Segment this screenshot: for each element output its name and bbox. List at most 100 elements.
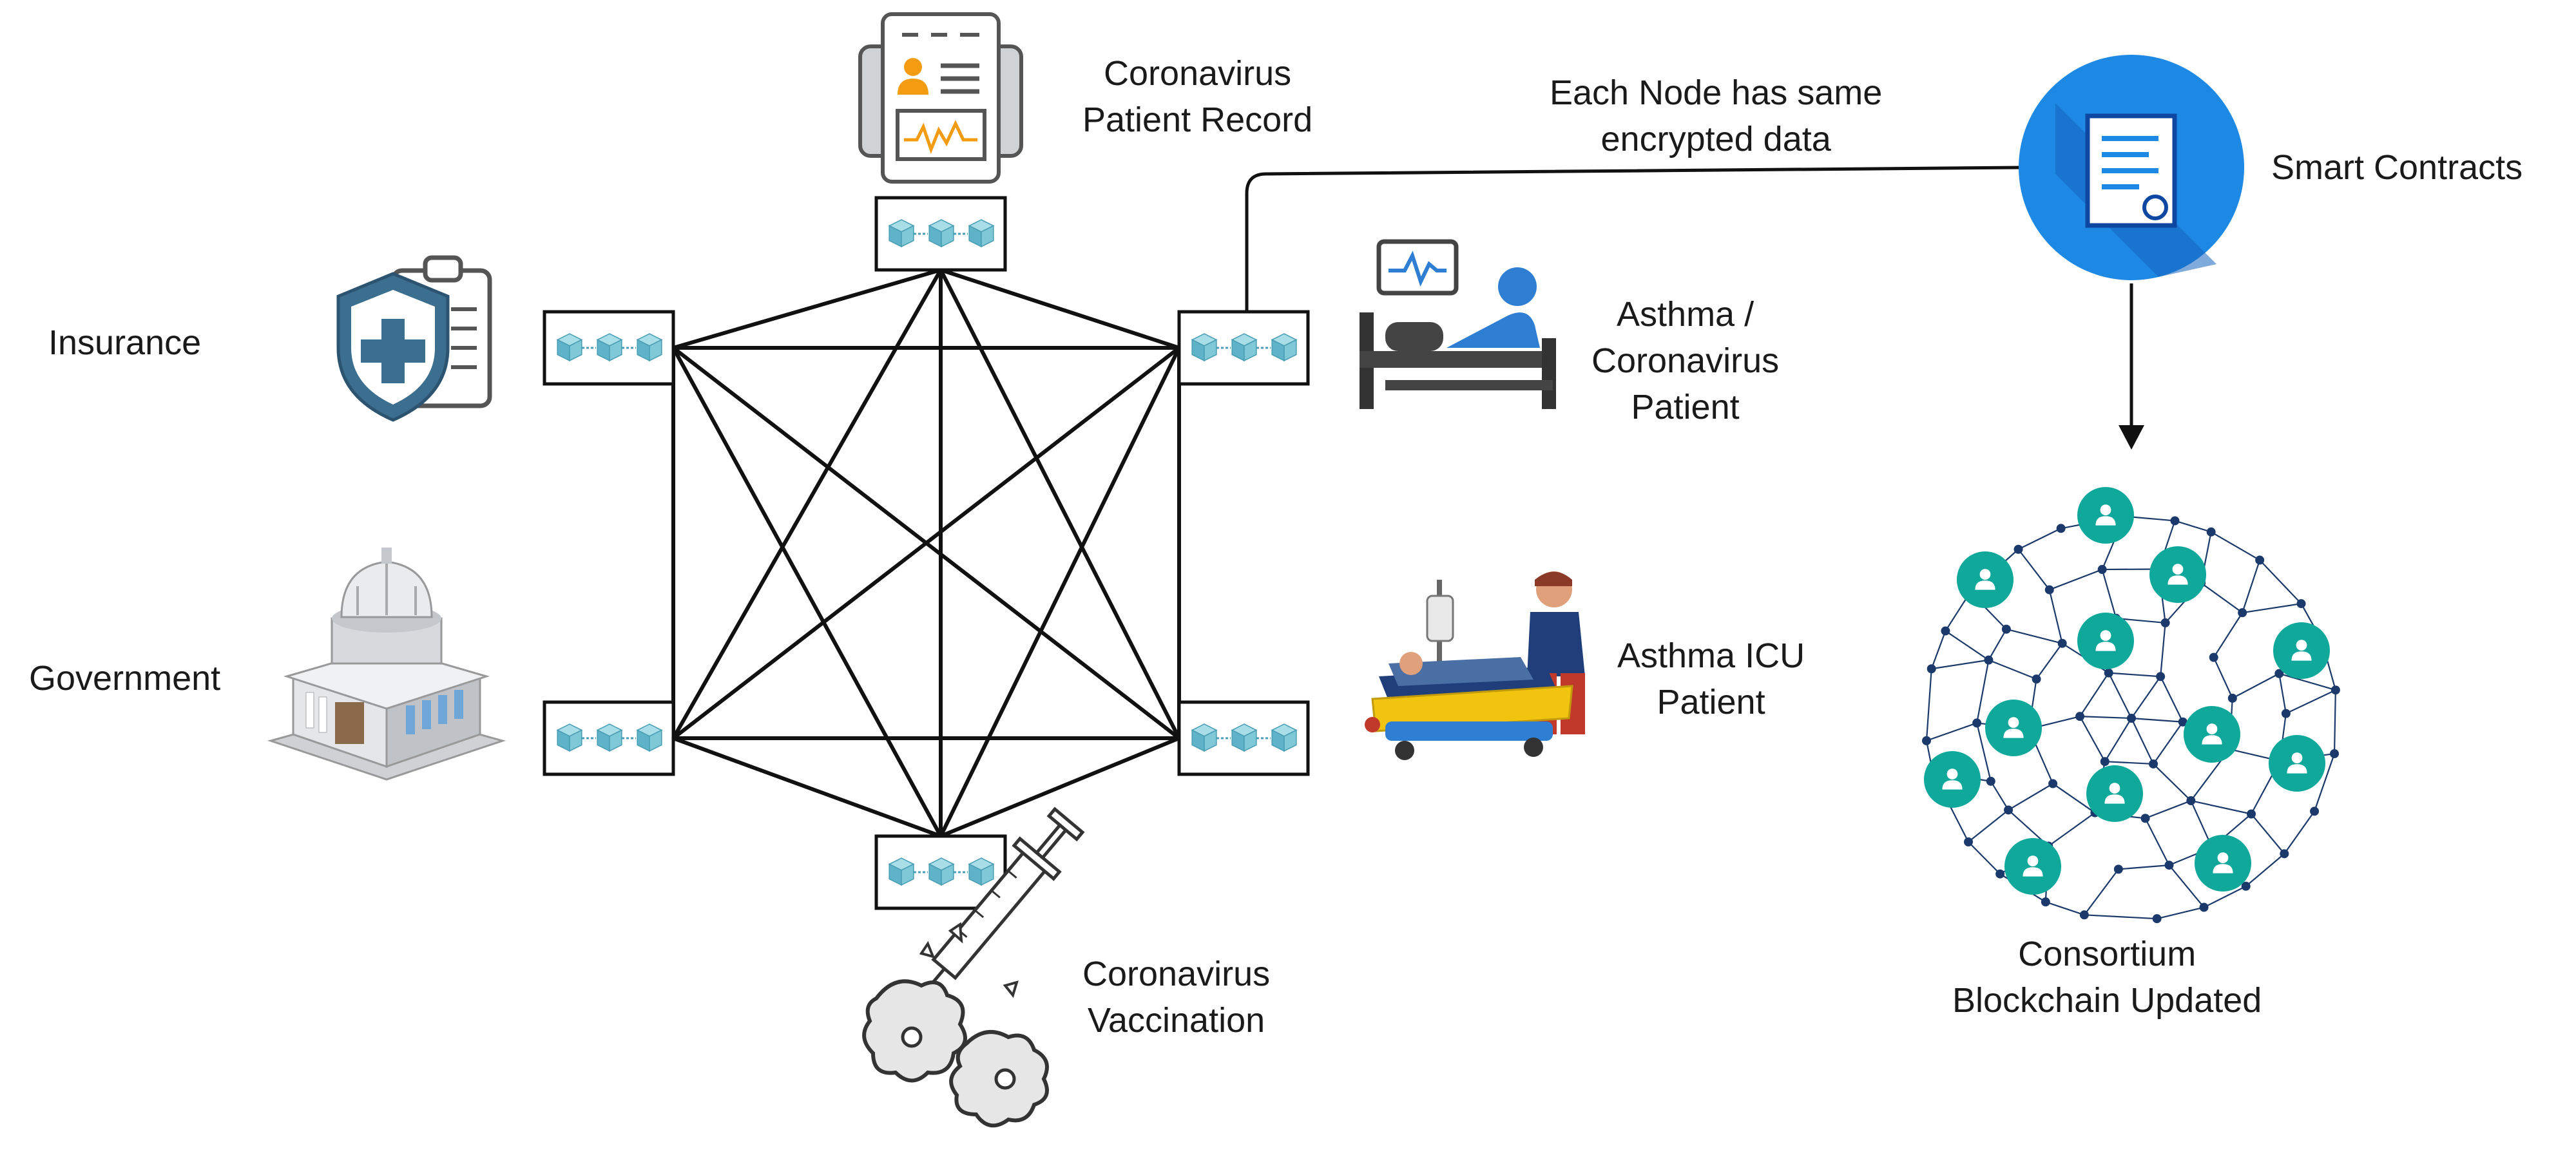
network-vertex [2274, 669, 2284, 678]
label-patient-record-line2: Patient Record [1082, 100, 1313, 139]
label-encrypted-data-note: Each Node has same encrypted data [1550, 70, 1882, 162]
network-vertex [2001, 624, 2011, 634]
network-vertex [2247, 809, 2256, 819]
network-vertex [2048, 779, 2058, 788]
network-edge [2242, 560, 2261, 613]
network-vertex [2241, 881, 2251, 891]
network-vertex [2296, 599, 2306, 609]
block-cube-icon [1231, 333, 1257, 361]
label-vaccination-line1: Coronavirus [1082, 955, 1271, 993]
ledger-node-vaccination [874, 834, 1007, 910]
network-edge [2045, 901, 2085, 916]
network-vertex [2281, 709, 2291, 718]
network-edge [1930, 631, 1946, 669]
network-edge [1931, 659, 1989, 670]
label-asthma-icu: Asthma ICU Patient [1617, 633, 1805, 725]
network-vertex [2104, 668, 2113, 678]
network-vertex [2056, 524, 2066, 533]
label-vaccination-line2: Vaccination [1087, 1001, 1265, 1040]
network-vertex [1995, 869, 2005, 879]
network-edge [2108, 673, 2132, 719]
network-vertex [2331, 685, 2340, 695]
mesh-edge-patient_record-government [671, 269, 943, 739]
network-edge [2118, 864, 2169, 870]
consortium-member-icon [2077, 613, 2134, 669]
block-cube-icon [597, 333, 622, 361]
network-vertex [2209, 653, 2218, 662]
network-vertex [2152, 914, 2162, 924]
syringe-virus-icon [862, 806, 1085, 1128]
network-edge [2017, 549, 2050, 591]
network-edge [1988, 629, 2007, 661]
network-edge [2080, 716, 2132, 720]
smart-contract-connector [1245, 166, 2024, 312]
network-vertex [2057, 638, 2067, 648]
network-edge [1968, 841, 2001, 875]
block-cube-icon [968, 857, 994, 886]
ledger-node-government [543, 700, 675, 776]
network-edge [1976, 660, 1990, 723]
network-vertex [2044, 585, 2054, 595]
network-edge [2048, 589, 2063, 644]
network-edge [2049, 569, 2103, 591]
ledger-node-patient_record [874, 196, 1007, 272]
block-cube-icon [1271, 723, 1297, 752]
network-edge [2232, 673, 2280, 699]
consortium-member-icon [2086, 765, 2143, 822]
network-edge [2153, 721, 2184, 765]
network-edge [2245, 853, 2285, 887]
network-vertex [2127, 714, 2136, 723]
network-edge [2101, 569, 2117, 619]
network-vertex [2280, 849, 2289, 859]
network-edge [2131, 717, 2183, 723]
network-edge [2242, 603, 2302, 614]
network-vertex [2032, 674, 2041, 684]
network-edge [2035, 643, 2063, 680]
network-edge [2084, 914, 2157, 920]
network-vertex [2100, 757, 2110, 767]
network-edge [2200, 582, 2243, 614]
label-asthma-line1: Asthma / [1617, 295, 1754, 334]
label-patient-record-line1: Coronavirus [1104, 54, 1292, 93]
network-vertex [2079, 910, 2089, 920]
consortium-member-icon [2269, 735, 2325, 792]
network-edge [2008, 783, 2053, 811]
consortium-member-icon [1924, 751, 1981, 808]
mesh-edge-patient_record-insurance [673, 268, 941, 350]
ledger-node-insurance [543, 310, 675, 386]
network-edge [2213, 657, 2233, 699]
network-vertex [2255, 555, 2265, 565]
network-edge [2160, 622, 2166, 677]
network-vertex [2227, 693, 2237, 703]
network-vertex [2014, 544, 2023, 554]
block-cube-icon [557, 333, 582, 361]
block-cube-icon [557, 723, 582, 752]
smart-contract-icon [2019, 55, 2244, 280]
network-edge [2278, 673, 2287, 714]
network-edge [2079, 673, 2110, 717]
network-vertex [2186, 796, 2196, 806]
network-edge [2160, 676, 2184, 723]
label-insurance: Insurance [48, 320, 201, 366]
consortium-member-icon [2184, 706, 2240, 763]
block-cube-icon [1231, 723, 1257, 752]
network-edge [1945, 630, 1990, 661]
network-edge [2084, 868, 2119, 915]
government-building-icon [267, 548, 506, 781]
network-vertex [2156, 672, 2166, 682]
label-consortium-line1: Consortium [2018, 935, 2196, 973]
label-vaccination: Coronavirus Vaccination [1082, 951, 1270, 1044]
network-vertex [2199, 902, 2209, 912]
network-vertex [2238, 608, 2247, 618]
mesh-edge-asthma_coronavirus-government [672, 346, 1180, 740]
network-edge [2006, 628, 2062, 644]
consortium-member-icon [2273, 622, 2330, 679]
network-edge [2048, 812, 2096, 847]
block-cube-icon [637, 333, 662, 361]
mesh-edge-asthma_icu-vaccination [939, 736, 1180, 838]
block-cube-icon [889, 219, 914, 247]
network-edge [2333, 690, 2336, 754]
network-edge [2079, 716, 2106, 762]
network-edge [2191, 799, 2252, 815]
